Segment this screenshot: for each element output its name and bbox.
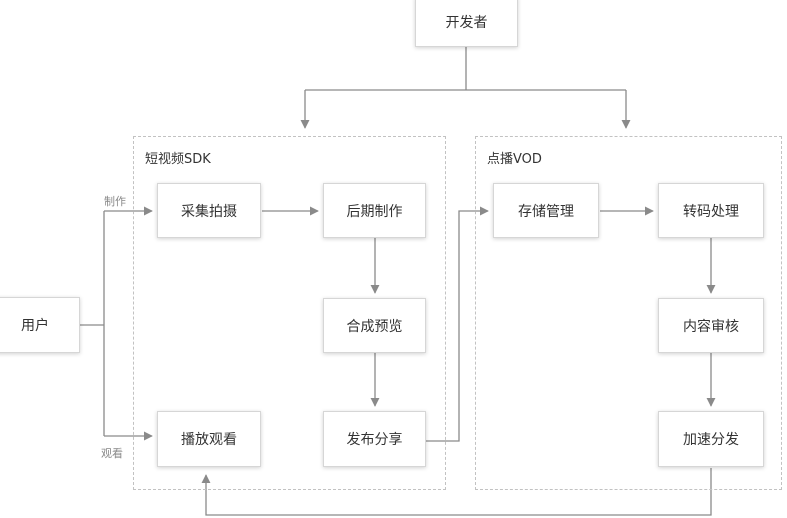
edge-label-make: 制作 [104, 195, 126, 208]
edge-delivery-play [201, 468, 712, 516]
node-transcode: 转码处理 [658, 183, 764, 238]
edge-label-watch: 观看 [101, 447, 123, 460]
vod-group-title: 点播VOD [487, 152, 542, 167]
vod-group [475, 136, 782, 490]
sdk-group [133, 136, 446, 490]
node-compose-preview: 合成预览 [323, 298, 426, 353]
node-publish-share: 发布分享 [323, 411, 426, 467]
node-capture: 采集拍摄 [157, 183, 261, 238]
edge-publish-storage [426, 206, 489, 442]
node-storage-management: 存储管理 [493, 183, 599, 238]
node-developer: 开发者 [415, 0, 518, 47]
node-post-production: 后期制作 [323, 183, 426, 238]
edge-user-trunk [80, 211, 105, 436]
node-play-watch: 播放观看 [157, 411, 261, 467]
sdk-group-title: 短视频SDK [145, 152, 211, 167]
node-content-review: 内容审核 [658, 298, 764, 353]
node-accelerated-delivery: 加速分发 [658, 411, 764, 467]
node-user: 用户 [0, 297, 80, 353]
edge-developer-split [305, 47, 626, 91]
